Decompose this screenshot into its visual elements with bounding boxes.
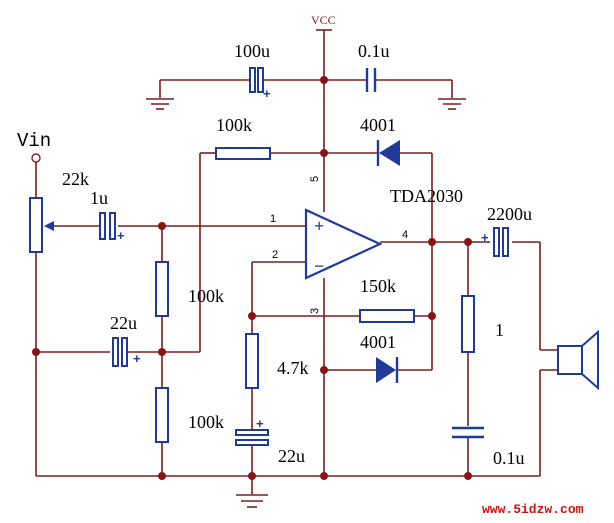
- pin-1-label: 1: [270, 213, 276, 225]
- resistor-150k: [359, 309, 415, 323]
- label-1u: 1u: [90, 188, 108, 208]
- capacitor-22u-gain: +: [235, 416, 269, 446]
- inverting-mark: −: [314, 256, 324, 276]
- vcc-label: VCC: [311, 13, 336, 27]
- label-100k-bottom: 100k: [188, 412, 224, 432]
- noninverting-mark: +: [314, 216, 324, 236]
- ground-symbol-bottom: [236, 494, 268, 508]
- capacitor-1u: +: [99, 212, 125, 243]
- label-22u-gain: 22u: [278, 446, 305, 466]
- label-150k: 150k: [360, 276, 396, 296]
- polarity-mark: +: [256, 416, 264, 431]
- resistor-4.7k: [245, 333, 259, 389]
- polarity-mark: +: [117, 228, 125, 243]
- label-0.1u-output: 0.1u: [493, 448, 525, 468]
- label-diode-bottom: 4001: [360, 332, 396, 352]
- ground-symbol-left: [146, 98, 174, 110]
- label-diode-top: 4001: [360, 115, 396, 135]
- capacitor-2200u: +: [481, 227, 509, 257]
- label-2200u: 2200u: [487, 204, 532, 224]
- label-1-ohm: 1: [495, 320, 504, 340]
- ground-symbol-right: [438, 98, 466, 110]
- label-22u-bias: 22u: [110, 313, 137, 333]
- input-label: Vin: [17, 130, 51, 152]
- pin-4-label: 4: [402, 229, 408, 241]
- capacitor-22u-bias: +: [112, 337, 141, 367]
- label-100k-top: 100k: [188, 286, 224, 306]
- pin-3-label: 3: [309, 308, 321, 314]
- potentiometer-22k: [29, 197, 54, 253]
- resistor-100k-top: [155, 261, 169, 317]
- label-4.7k: 4.7k: [277, 358, 309, 378]
- label-100k-bias: 100k: [216, 115, 252, 135]
- capacitor-0.1u-output: [452, 426, 484, 439]
- label-0.1u-supply: 0.1u: [358, 41, 390, 61]
- resistor-100k-bias: [215, 147, 271, 160]
- resistor-100k-bottom: [155, 387, 169, 443]
- capacitor-0.1u-supply: [365, 68, 377, 92]
- capacitor-100u: +: [249, 67, 271, 101]
- wires: [35, 30, 558, 494]
- chip-label: TDA2030: [390, 186, 463, 206]
- junction-dots: [32, 76, 472, 480]
- label-100u: 100u: [234, 41, 270, 61]
- polarity-mark: +: [481, 230, 489, 245]
- polarity-mark: +: [263, 86, 271, 101]
- input-terminal: [31, 153, 41, 163]
- diode-4001-bottom: [376, 357, 399, 383]
- speaker-icon: [557, 329, 599, 391]
- pin-2-label: 2: [272, 249, 278, 261]
- vcc-supply: VCC: [311, 13, 336, 31]
- diode-4001-top: [376, 140, 400, 166]
- opamp-tda2030: + −: [304, 208, 383, 280]
- pin-5-label: 5: [309, 176, 321, 182]
- polarity-mark: +: [133, 351, 141, 366]
- label-22k: 22k: [62, 169, 89, 189]
- resistor-1-ohm: [461, 295, 475, 353]
- watermark: www.5idzw.com: [482, 502, 584, 517]
